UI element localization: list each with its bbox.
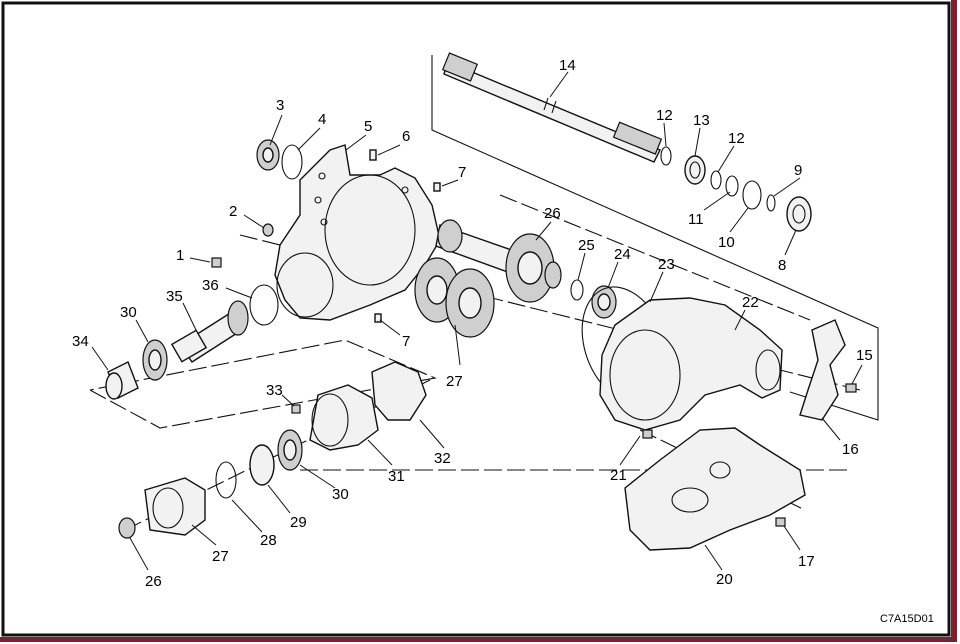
nut-26 bbox=[118, 517, 136, 539]
callout-14: 14 bbox=[559, 57, 576, 74]
axis-line-top-box bbox=[431, 55, 879, 421]
callout-9: 9 bbox=[794, 162, 802, 179]
callout-5: 5 bbox=[364, 118, 372, 135]
callout-8: 8 bbox=[778, 257, 786, 274]
front-case bbox=[274, 144, 441, 321]
callout-34: 34 bbox=[72, 333, 89, 350]
callout-11: 11 bbox=[688, 211, 704, 228]
diagram-border-accent bbox=[951, 0, 957, 640]
callout-12-left: 12 bbox=[656, 107, 673, 124]
callout-33: 33 bbox=[266, 382, 283, 399]
callout-23: 25 bbox=[578, 237, 595, 254]
leader-lines bbox=[91, 71, 863, 571]
cover-32 bbox=[371, 361, 427, 421]
callout-3: 3 bbox=[276, 97, 284, 114]
diagram-border-accent-bottom bbox=[0, 637, 957, 642]
callout-30-rear: 30 bbox=[332, 486, 349, 503]
yoke-27 bbox=[144, 477, 206, 536]
bearing-30-front bbox=[142, 339, 168, 381]
mounting-bracket-18 bbox=[624, 427, 806, 551]
axis-line-shaft bbox=[499, 194, 811, 321]
callout-1: 1 bbox=[176, 247, 184, 264]
sleeve-34 bbox=[105, 361, 139, 400]
callout-10: 10 bbox=[718, 234, 735, 251]
callout-22: 24 bbox=[614, 246, 631, 263]
callout-28: 28 bbox=[260, 532, 277, 549]
shift-fork-16 bbox=[799, 319, 846, 421]
callout-25: 27 bbox=[446, 373, 463, 390]
seal-ring-4 bbox=[281, 144, 303, 180]
callout-31: 31 bbox=[388, 468, 405, 485]
pin-7-lower bbox=[374, 313, 382, 323]
callout-24: 26 bbox=[544, 205, 561, 222]
main-shaft bbox=[441, 52, 663, 163]
bolt-33 bbox=[291, 404, 301, 414]
bearing-3 bbox=[256, 139, 280, 171]
callout-19: 21 bbox=[610, 467, 627, 484]
callout-2: 2 bbox=[229, 203, 237, 220]
callout-labels: 3 4 5 6 7 2 1 36 35 30 34 7 27 26 25 24 … bbox=[72, 57, 873, 590]
callout-18: 20 bbox=[716, 571, 733, 588]
callout-35: 35 bbox=[166, 288, 183, 305]
callout-30-front: 30 bbox=[120, 304, 137, 321]
bolt-19 bbox=[642, 429, 653, 439]
callout-27: 27 bbox=[212, 548, 229, 565]
seal-ring-36 bbox=[249, 284, 279, 326]
gear-24 bbox=[435, 219, 562, 303]
ring-23 bbox=[570, 279, 584, 301]
callout-4: 4 bbox=[318, 111, 326, 128]
callout-29: 29 bbox=[290, 514, 307, 531]
callout-7-lower: 7 bbox=[402, 333, 410, 350]
callout-7-upper: 7 bbox=[458, 164, 466, 181]
callout-32: 32 bbox=[434, 450, 451, 467]
shaft-rings bbox=[660, 146, 812, 232]
callout-17: 17 bbox=[798, 553, 815, 570]
gear-cluster-25 bbox=[414, 257, 495, 338]
rear-case bbox=[599, 297, 783, 431]
callout-36: 36 bbox=[202, 277, 219, 294]
pin-6 bbox=[369, 149, 377, 161]
input-shaft bbox=[170, 300, 249, 363]
bolt-15 bbox=[845, 383, 857, 393]
plug-1 bbox=[211, 257, 222, 268]
ring-28 bbox=[215, 461, 237, 499]
callout-16: 16 bbox=[842, 441, 859, 458]
callout-26: 26 bbox=[145, 573, 162, 590]
axis-line-front bbox=[89, 339, 437, 429]
bolt-17 bbox=[775, 517, 786, 527]
callout-21: 23 bbox=[658, 256, 675, 273]
seal-29 bbox=[249, 444, 275, 486]
pin-7-upper bbox=[433, 182, 441, 192]
callout-12-right: 12 bbox=[728, 130, 745, 147]
callout-20: 22 bbox=[742, 294, 759, 311]
housing-31 bbox=[309, 384, 379, 451]
figure-code: C7A15D01 bbox=[880, 613, 934, 625]
diagram-border bbox=[1, 1, 951, 637]
bearing-30-rear bbox=[277, 429, 303, 471]
callout-15: 15 bbox=[856, 347, 873, 364]
callout-6: 6 bbox=[402, 128, 410, 145]
bearing-22 bbox=[591, 285, 617, 319]
callout-13: 13 bbox=[693, 112, 710, 129]
plug-2 bbox=[262, 223, 274, 237]
